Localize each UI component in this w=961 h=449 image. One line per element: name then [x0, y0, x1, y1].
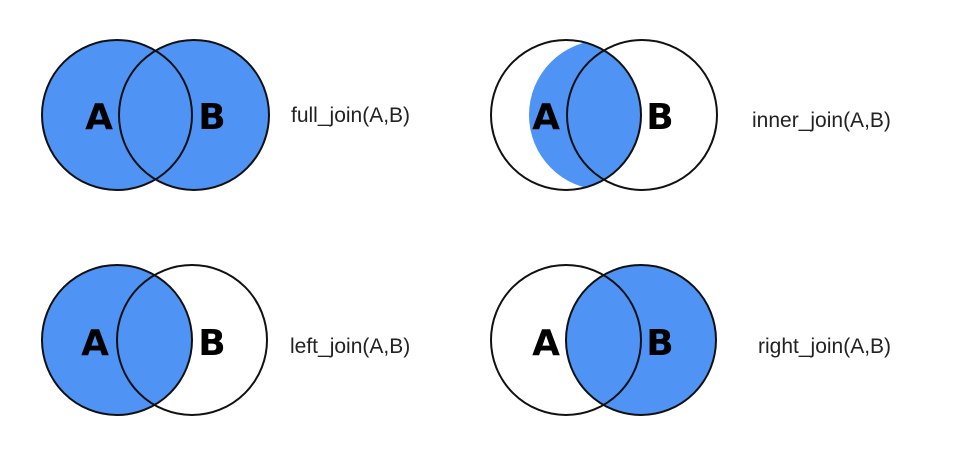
circle-b-fill — [119, 40, 269, 190]
panel-right-join: A B right_join(A,B) — [490, 264, 891, 416]
set-label-b: B — [646, 97, 673, 138]
panel-inner-join: A B inner_join(A,B) — [490, 39, 891, 191]
circle-a-outline — [490, 264, 642, 416]
circle-a-outline — [490, 39, 642, 191]
circle-b-outline — [116, 264, 268, 416]
circle-a-outline — [41, 264, 193, 416]
set-label-b: B — [646, 323, 673, 364]
panel-left-join: A B left_join(A,B) — [41, 264, 410, 416]
circle-a-outline — [41, 39, 193, 191]
circle-b-outline — [118, 39, 270, 191]
panel-full-join: A B full_join(A,B) — [41, 39, 410, 191]
join-caption: left_join(A,B) — [290, 335, 410, 358]
join-caption: full_join(A,B) — [291, 104, 410, 127]
circle-b-outline — [565, 264, 717, 416]
set-label-b: B — [198, 323, 225, 364]
set-label-b: B — [198, 97, 225, 138]
set-label-a: A — [532, 97, 560, 138]
join-caption: inner_join(A,B) — [752, 109, 891, 132]
join-caption: right_join(A,B) — [758, 335, 891, 358]
circle-b-intersection-fill — [529, 40, 641, 190]
set-label-a: A — [85, 97, 113, 138]
set-label-a: A — [532, 323, 560, 364]
circle-b-outline — [566, 39, 718, 191]
set-label-a: A — [81, 323, 109, 364]
